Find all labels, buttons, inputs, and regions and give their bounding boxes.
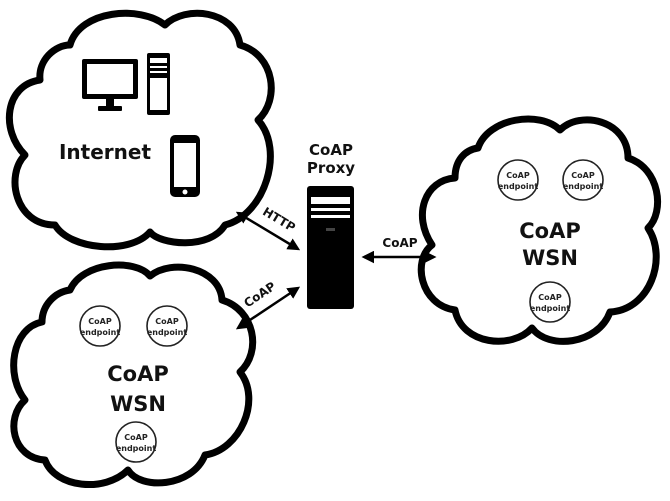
- endpoint-right-3: CoAP endpoint: [529, 281, 571, 323]
- coap-right-label: CoAP: [382, 236, 417, 250]
- svg-text:endpoint: endpoint: [147, 328, 188, 337]
- wsn-right-label-line1: CoAP: [519, 219, 580, 243]
- svg-text:endpoint: endpoint: [530, 304, 571, 313]
- http-arrow: [235, 211, 301, 251]
- svg-text:CoAP: CoAP: [538, 293, 562, 302]
- endpoint-bottom-1: CoAP endpoint: [79, 305, 121, 347]
- endpoint-bottom-3: CoAP endpoint: [115, 421, 157, 463]
- coap-arrow-left: [235, 286, 301, 330]
- wsn-bottom-label-line1: CoAP: [107, 362, 168, 386]
- svg-text:CoAP: CoAP: [124, 433, 148, 442]
- endpoint-right-2: CoAP endpoint: [562, 159, 604, 201]
- coap-proxy: CoAP Proxy: [307, 141, 355, 309]
- wsn-bottom-label-line2: WSN: [110, 392, 166, 416]
- monitor-icon: [82, 59, 138, 111]
- svg-text:CoAP: CoAP: [155, 317, 179, 326]
- proxy-label-line1: CoAP: [309, 141, 353, 159]
- internet-label: Internet: [59, 140, 151, 164]
- svg-text:endpoint: endpoint: [116, 444, 157, 453]
- svg-text:CoAP: CoAP: [88, 317, 112, 326]
- smartphone-icon: [170, 135, 200, 197]
- svg-text:endpoint: endpoint: [498, 182, 539, 191]
- svg-text:endpoint: endpoint: [80, 328, 121, 337]
- svg-text:CoAP: CoAP: [571, 171, 595, 180]
- svg-text:CoAP: CoAP: [506, 171, 530, 180]
- wsn-right-label-line2: WSN: [522, 246, 578, 270]
- endpoint-right-1: CoAP endpoint: [497, 159, 539, 201]
- server-tower-icon: [307, 186, 354, 309]
- proxy-label-line2: Proxy: [307, 159, 355, 177]
- endpoint-bottom-2: CoAP endpoint: [146, 305, 188, 347]
- internet-cloud: Internet: [6, 9, 275, 251]
- desktop-tower-icon: [147, 53, 170, 115]
- wsn-cloud-bottom: CoAP WSN: [10, 261, 257, 488]
- svg-text:endpoint: endpoint: [563, 182, 604, 191]
